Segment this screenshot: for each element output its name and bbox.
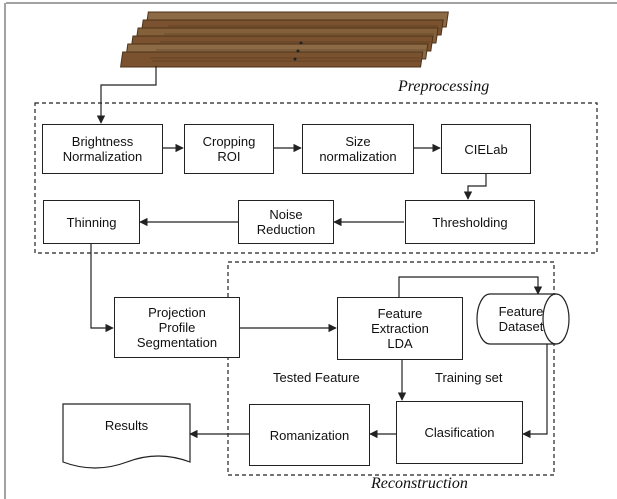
romanization-node: Romanization	[249, 404, 370, 466]
results-node: Results	[104, 417, 149, 433]
edge-thinning-projection	[90, 244, 114, 333]
clasification-node: Clasification	[396, 401, 523, 464]
section-label-reconstruction: Reconstruction	[371, 475, 468, 492]
edge-cielab-thresholding	[463, 173, 487, 200]
thinning-node: Thinning	[43, 200, 140, 244]
palm-leaf-manuscript-icon	[120, 11, 449, 68]
size-normalization-node: Size normalization	[302, 124, 414, 174]
edge-dataset-clasification	[522, 344, 548, 439]
cropping-roi-node: Cropping ROI	[184, 124, 274, 174]
projection-profile-segmentation-node: Projection Profile Segmentation	[114, 297, 240, 358]
edge-manuscript-brightness	[96, 66, 157, 124]
feature-extraction-lda-node: Feature Extraction LDA	[337, 297, 463, 360]
edge-feature-dataset	[398, 276, 543, 297]
brightness-normalization-node: Brightness Normalization	[42, 124, 163, 174]
noise-reduction-node: Noise Reduction	[238, 200, 334, 244]
thresholding-node: Thresholding	[405, 200, 535, 244]
edge-label-tested-feature: Tested Feature	[273, 370, 360, 385]
reconstruction-group	[227, 261, 555, 476]
results-document-shape	[62, 403, 191, 469]
section-label-preprocessing: Preprocessing	[398, 78, 490, 95]
feature-dataset-node: Feature Dataset	[498, 304, 544, 334]
preprocessing-group	[34, 102, 598, 254]
cielab-node: CIELab	[441, 124, 531, 174]
edge-label-training-set: Training set	[435, 370, 503, 385]
feature-dataset-shape	[476, 293, 570, 345]
